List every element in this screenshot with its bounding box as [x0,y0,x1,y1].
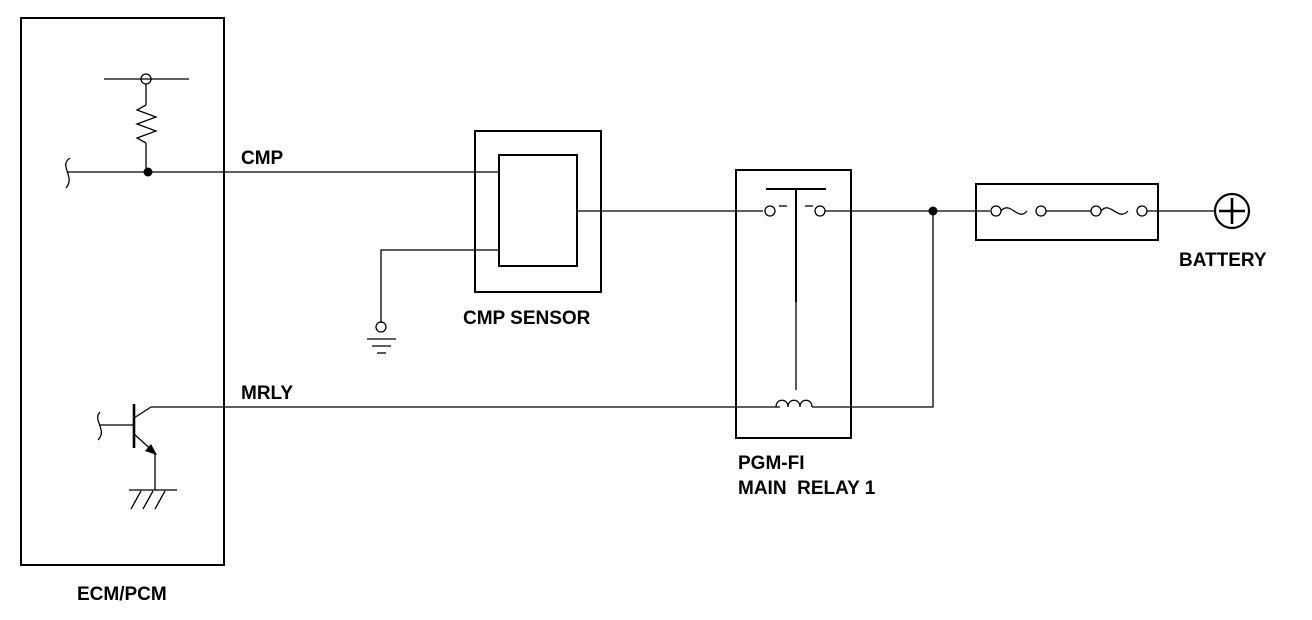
relay-coil-icon [775,399,813,408]
cmp-sensor-inner-box [498,154,578,267]
fuse-box-outline [975,183,1159,241]
battery-plus-icon [1213,192,1251,230]
pullup-resistor-symbol [104,73,189,177]
ecm-pcm-unit [20,17,225,566]
relay-contact [814,205,826,217]
cmp-label: CMP [241,148,284,169]
relay-contact [764,205,776,217]
relay-label-line1: PGM-FI [738,453,805,474]
fuse-icon [990,205,1047,217]
wire-break-symbol [65,157,71,189]
chassis-ground-icon [129,489,177,510]
fuse-icon [1090,205,1148,217]
transistor-symbol [97,404,157,490]
ecm-pcm-box [20,17,225,566]
wire-break-symbol [97,411,103,441]
ground-icon [367,321,396,354]
coil-supply-wire [812,211,934,408]
sensor-ground-wire [380,249,499,323]
main-relay [735,169,852,439]
fuse-box [975,183,1159,241]
relay-label-line2: MAIN RELAY 1 [738,478,876,499]
relay-box [735,169,852,439]
ecm-pcm-label: ECM/PCM [77,584,167,605]
cmp-sensor-label: CMP SENSOR [463,308,591,329]
battery-label: BATTERY [1179,250,1267,271]
mrly-label: MRLY [241,383,293,404]
